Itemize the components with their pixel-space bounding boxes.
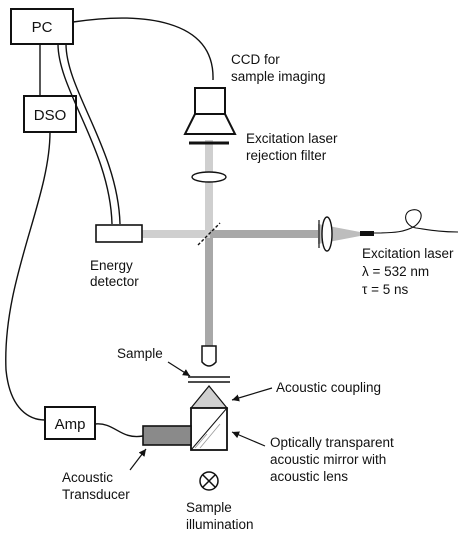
imaging-lens [191, 171, 227, 183]
cable-pc-energy-2 [65, 43, 121, 225]
cable-pc-ccd [72, 17, 214, 81]
excitation-laser-optics [318, 209, 459, 252]
labels: CCD for sample imaging Excitation laser … [62, 52, 454, 532]
pointer-arrows [129, 361, 273, 471]
energy-detector-label-1: Energy [90, 258, 133, 273]
collimating-lens [321, 216, 333, 252]
amp-label: Amp [55, 416, 86, 433]
cable-dso-amp [5, 131, 51, 421]
sample-label: Sample [117, 346, 163, 361]
fiber-connector [360, 231, 374, 236]
cable-amp-transducer [94, 423, 144, 438]
energy-detector-beam [142, 230, 210, 238]
energy-detector-label-2: detector [90, 274, 139, 289]
acoustic-coupling-cone [189, 385, 229, 409]
illumination-label-1: Sample [186, 500, 232, 515]
objective-lens [201, 345, 217, 367]
arrow-sample [167, 361, 191, 377]
arrow-mirror [231, 431, 266, 447]
mirror-label-1: Optically transparent [270, 435, 394, 450]
cables [5, 17, 214, 438]
filter-label-2: rejection filter [246, 148, 327, 163]
ccd-camera [183, 87, 237, 135]
sample-holder [188, 376, 230, 383]
excitation-laser-label-1: Excitation laser [362, 246, 454, 261]
excitation-laser-label-2: λ = 532 nm [362, 264, 429, 279]
excitation-beam-horizontal [210, 230, 318, 238]
optical-fiber [373, 209, 459, 234]
acoustic-coupling-label: Acoustic coupling [276, 380, 381, 395]
sample-illumination-icon [199, 471, 219, 491]
mirror-label-2: acoustic mirror with [270, 452, 386, 467]
acoustic-mirror-assembly [189, 385, 229, 451]
pc-box[interactable]: PC [10, 8, 74, 45]
beam-splitter [197, 222, 221, 246]
amp-box[interactable]: Amp [44, 406, 96, 440]
excitation-beam-vertical [205, 238, 213, 346]
ccd-label-1: CCD for [231, 52, 280, 67]
excitation-laser-label-3: τ = 5 ns [362, 282, 408, 297]
ccd-label-2: sample imaging [231, 69, 326, 84]
arrow-transducer [129, 448, 147, 471]
dso-box[interactable]: DSO [23, 95, 77, 133]
imaging-beam-upper [205, 140, 213, 232]
transducer-label-1: Acoustic [62, 470, 113, 485]
dso-label: DSO [34, 107, 67, 124]
mirror-label-3: acoustic lens [270, 469, 348, 484]
transducer-label-2: Transducer [62, 487, 130, 502]
illumination-label-2: illumination [186, 517, 254, 532]
acoustic-transducer [142, 425, 192, 446]
energy-detector [95, 224, 143, 243]
filter-label-1: Excitation laser [246, 131, 338, 146]
mirror-diagonal [190, 407, 228, 451]
cable-pc-energy-1 [57, 43, 113, 225]
arrow-coupling [231, 387, 273, 402]
pc-label: PC [32, 19, 53, 36]
